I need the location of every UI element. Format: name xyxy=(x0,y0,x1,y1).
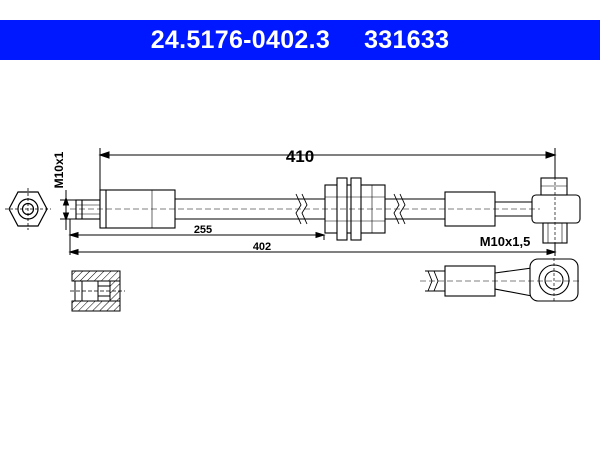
partial-length-255-label: 255 xyxy=(194,224,212,236)
partial-length-255-dimension xyxy=(68,219,326,255)
part-number: 24.5176-0402.3 xyxy=(150,25,331,54)
left-fitting-section-detail xyxy=(70,270,125,312)
total-length-dimension xyxy=(98,148,557,190)
banjo-fitting-detail xyxy=(420,258,582,303)
left-fitting-end-view xyxy=(5,188,51,230)
left-thread-dimension xyxy=(60,190,78,230)
right-thread-label: M10x1,5 xyxy=(480,234,531,249)
partial-length-402-label: 402 xyxy=(253,241,271,253)
partial-length-402-dimension xyxy=(68,243,557,256)
left-thread-label: M10x1 xyxy=(52,151,66,188)
reference-number: 331633 xyxy=(364,25,450,54)
title-banner: 24.5176-0402.3 331633 xyxy=(0,20,600,60)
total-length-label: 410 xyxy=(286,147,314,166)
